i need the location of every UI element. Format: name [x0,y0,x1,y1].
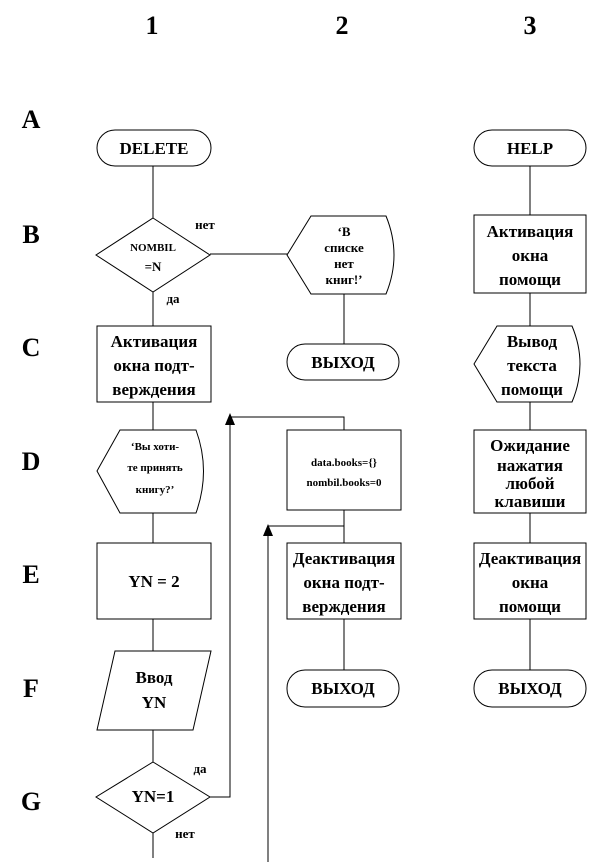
svg-text:помощи: помощи [499,597,561,616]
svg-text:окна подт-: окна подт- [303,573,385,592]
terminal-exit-3: ВЫХОД [473,669,587,708]
svg-text:ВЫХОД: ВЫХОД [498,679,562,698]
svg-text:NOMBIL: NOMBIL [130,242,176,254]
svg-text:ВЫХОД: ВЫХОД [311,679,375,698]
edge-label-b-yes: да [166,291,180,306]
row-header-d: D [22,447,41,476]
node-help: HELP [473,129,587,167]
row-header-f: F [23,674,39,703]
row-header-a: A [22,105,41,134]
svg-text:окна: окна [512,246,549,265]
svg-text:Активация: Активация [111,332,198,351]
row-header-b: B [22,220,39,249]
display-help-text: Вывод текста помощи [473,325,581,403]
display-ask-accept: ‘Вы хоти- те принять книгу?’ [96,429,204,514]
edge-label-g-yes: да [193,761,207,776]
column-header-3: 3 [524,11,537,40]
svg-text:nombil.books=0: nombil.books=0 [306,477,382,489]
edge-label-b-no: нет [195,217,215,232]
process-deactivate-help: Деактивация окна помощи [473,542,587,620]
svg-text:нет: нет [334,256,354,271]
svg-text:data.books={}: data.books={} [311,457,377,469]
svg-text:текста: текста [507,356,557,375]
svg-text:верждения: верждения [302,597,385,616]
row-header-e: E [22,560,39,589]
svg-text:книгу?’: книгу?’ [136,484,175,496]
row-header-g: G [21,787,41,816]
svg-text:ВЫХОД: ВЫХОД [311,353,375,372]
svg-text:списке: списке [324,240,364,255]
process-set-yn: YN = 2 [96,542,212,620]
process-activate-help: Активация окна помощи [473,214,587,294]
decision-nombil: NOMBIL =N [95,217,211,293]
process-activate-confirm: Активация окна подт- верждения [96,325,212,403]
svg-text:помощи: помощи [501,380,563,399]
svg-text:Активация: Активация [487,222,574,241]
svg-text:Ввод: Ввод [135,668,172,687]
svg-text:окна подт-: окна подт- [113,356,195,375]
display-no-books: ‘В списке нет книг!’ [286,215,395,295]
io-input-yn: Ввод YN [96,650,212,731]
svg-text:любой: любой [505,474,554,493]
edge-label-g-no: нет [175,826,195,841]
svg-text:Деактивация: Деактивация [293,549,395,568]
svg-text:DELETE: DELETE [120,139,189,158]
row-header-c: C [22,333,41,362]
process-assign-books: data.books={} nombil.books=0 [286,429,402,511]
svg-text:‘В: ‘В [338,224,351,239]
svg-text:клавиши: клавиши [495,492,566,511]
terminal-exit-1: ВЫХОД [286,343,400,381]
svg-text:=N: =N [145,259,162,274]
svg-text:книг!’: книг!’ [325,272,362,287]
svg-text:YN=1: YN=1 [132,787,175,806]
node-delete: DELETE [96,129,212,167]
svg-text:окна: окна [512,573,549,592]
svg-text:HELP: HELP [507,139,553,158]
svg-text:нажатия: нажатия [497,456,563,475]
process-deactivate-confirm: Деактивация окна подт- верждения [286,542,402,620]
svg-text:Деактивация: Деактивация [479,549,581,568]
svg-text:Вывод: Вывод [507,332,558,351]
decision-yn: YN=1 [95,761,211,834]
svg-text:те принять: те принять [127,462,183,474]
column-header-1: 1 [146,11,159,40]
svg-text:YN: YN [142,693,167,712]
column-header-2: 2 [336,11,349,40]
svg-text:‘Вы хоти-: ‘Вы хоти- [131,441,180,453]
process-wait-key: Ожидание нажатия любой клавиши [473,429,587,514]
svg-text:помощи: помощи [499,270,561,289]
svg-text:YN = 2: YN = 2 [128,572,179,591]
terminal-exit-2: ВЫХОД [286,669,400,708]
svg-text:верждения: верждения [112,380,195,399]
connectors [152,166,531,862]
svg-text:Ожидание: Ожидание [490,436,570,455]
